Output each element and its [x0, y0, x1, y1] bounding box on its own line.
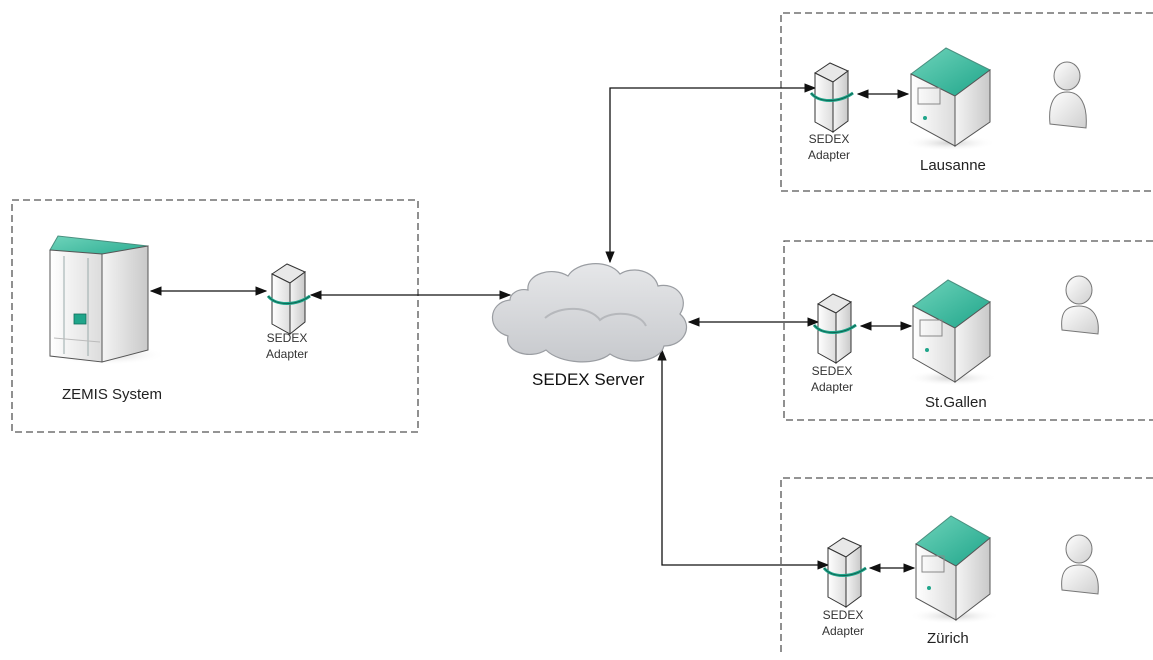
user-icon [1061, 275, 1099, 335]
site-group-box-zurich [780, 477, 1153, 655]
connector-server-lausanne [605, 83, 817, 264]
adapter-label-line2: Adapter [808, 148, 851, 162]
site-label-zurich: Zürich [927, 630, 969, 647]
adapter-label-line2: Adapter [822, 624, 865, 638]
adapter-label: SEDEX Adapter [811, 363, 853, 395]
site-label-stgallen: St.Gallen [925, 394, 987, 411]
connector-server-zurich [657, 348, 830, 570]
server-label: SEDEX Server [532, 370, 645, 389]
adapter-label: SEDEX Adapter [266, 330, 308, 362]
adapter-label-line1: SEDEX [266, 331, 308, 345]
server-icon [906, 279, 998, 386]
adapter-icon [822, 537, 867, 608]
user-icon [1061, 534, 1099, 595]
adapter-icon [809, 62, 854, 133]
user-icon [1049, 61, 1087, 129]
site-group-box-stgallen [783, 240, 1153, 421]
adapter-label: SEDEX Adapter [808, 131, 850, 163]
zemis-label: ZEMIS System [62, 386, 163, 403]
site-label-lausanne: Lausanne [920, 157, 986, 174]
adapter-label-line1: SEDEX [808, 132, 850, 146]
server-icon [904, 47, 996, 151]
adapter-label: SEDEX Adapter [822, 607, 864, 639]
adapter-label-line1: SEDEX [811, 364, 853, 378]
server-rack-icon [49, 235, 166, 365]
zemis-group-box [11, 199, 419, 433]
cloud-icon [491, 263, 687, 363]
adapter-icon [812, 293, 857, 364]
adapter-label-line2: Adapter [811, 380, 854, 394]
adapter-label-line2: Adapter [266, 347, 309, 361]
adapter-label-line1: SEDEX [822, 608, 864, 622]
server-icon [908, 515, 1000, 624]
adapter-icon [266, 263, 311, 336]
